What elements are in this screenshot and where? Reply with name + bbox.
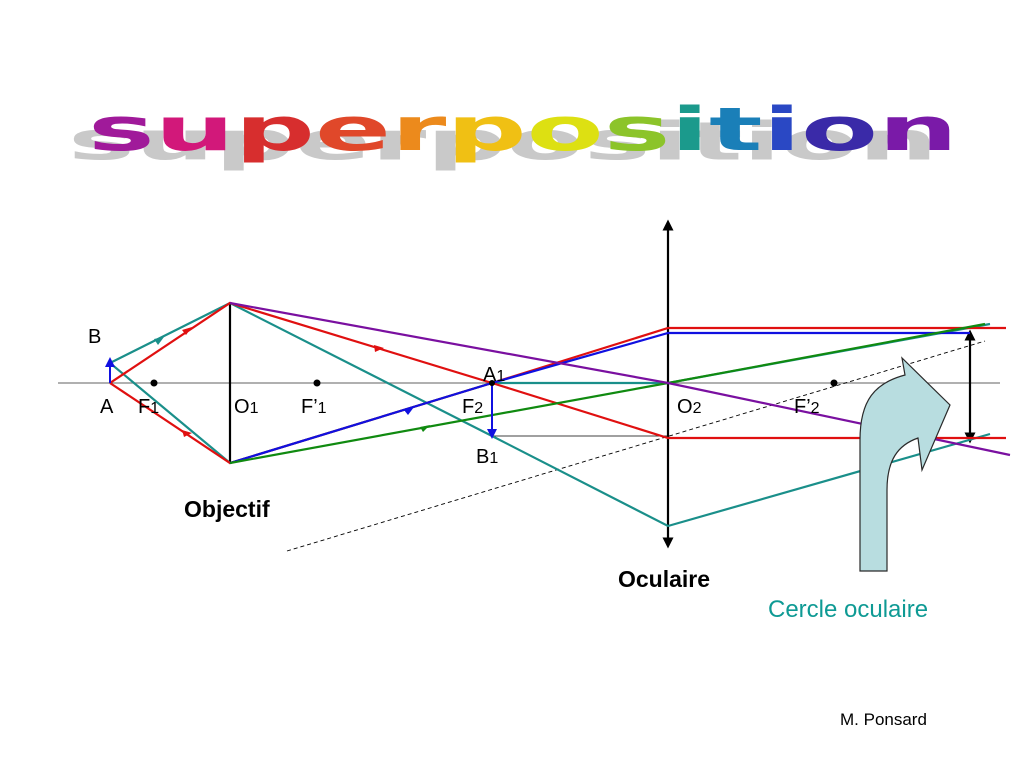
title-shadow-letter: e (295, 111, 371, 172)
label-cercle-oculaire: Cercle oculaire (768, 596, 928, 623)
title-shadow-letter: o (781, 111, 858, 172)
title-letter: r (391, 95, 447, 164)
title-letter: e (315, 95, 391, 164)
focal-point-Fprime2 (830, 379, 838, 387)
label-B: B (88, 326, 101, 348)
title-shadow-letter: p (215, 111, 295, 172)
title-letter: p (446, 95, 526, 164)
dashed-construction-line (286, 340, 986, 552)
title-shadow-letter: r (371, 111, 426, 172)
title-letter: o (527, 95, 604, 164)
title-letter: o (801, 95, 878, 164)
label-objectif: Objectif (184, 496, 270, 522)
title-letter: s (88, 95, 155, 164)
title-letter: u (155, 95, 235, 164)
author-credit: M. Ponsard (840, 710, 927, 729)
title-shadow-letter: s (68, 111, 135, 172)
label-O2: O2 (677, 396, 702, 418)
title-shadow-letter: n (858, 111, 938, 172)
title-shadow-letter: i (651, 111, 689, 172)
focal-point-F1 (150, 379, 158, 387)
curved-pointer-arrow (859, 356, 951, 572)
title-letter: i (671, 95, 709, 164)
title-shadow-letter: o (507, 111, 584, 172)
label-F1: F1 (138, 396, 159, 418)
title-shadow-letter: p (426, 111, 506, 172)
label-oculaire: Oculaire (618, 566, 710, 592)
ray-arrowheads (154, 327, 430, 437)
title-shadow-letter: s (584, 111, 651, 172)
title-shadow-letter: t (689, 111, 743, 172)
label-A: A (100, 396, 114, 418)
label-O1: O1 (234, 396, 259, 418)
label-Fprime1: F’1 (301, 396, 327, 418)
title-letter: t (709, 95, 763, 164)
label-B1: B1 (476, 446, 498, 468)
focal-point-Fprime1 (313, 379, 321, 387)
title-letter: i (763, 95, 801, 164)
label-A1: A1 (483, 364, 505, 386)
focal-point-F2 (489, 380, 495, 386)
title-letter: p (235, 95, 315, 164)
title-shadow-letter: u (135, 111, 215, 172)
title-letter: n (878, 95, 958, 164)
title-shadow-letter: i (743, 111, 781, 172)
label-Fprime2: F’2 (794, 396, 820, 418)
ray-teal-2 (109, 322, 991, 465)
title-letter: s (604, 95, 671, 164)
ray-blue (229, 331, 970, 465)
label-F2: F2 (462, 396, 483, 418)
